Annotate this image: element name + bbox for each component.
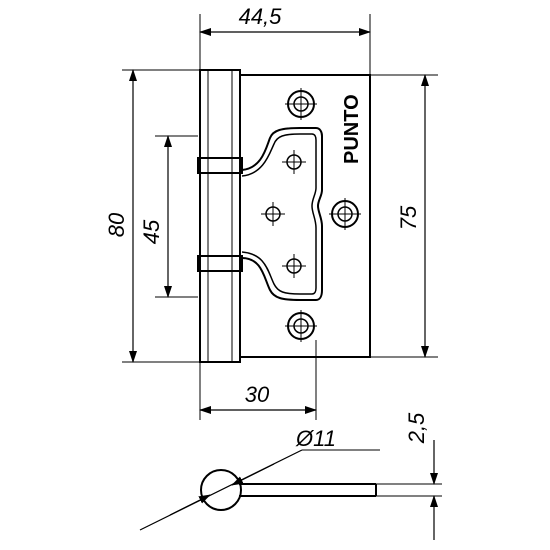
hinge-side-view <box>200 469 442 511</box>
knuckle-section <box>200 469 242 511</box>
dim-label-height-total: 80 <box>104 212 129 237</box>
screw-hole-top <box>285 88 317 120</box>
dim-label-width-total: 44,5 <box>239 4 283 29</box>
dimension-height-total <box>122 69 200 363</box>
screw-hole-inner-middle <box>261 202 285 226</box>
screw-hole-right <box>329 198 361 230</box>
screw-holes <box>261 88 361 342</box>
brand-label: PUNTO <box>341 94 363 164</box>
dimension-knuckle-diameter <box>139 449 380 531</box>
dimension-leaf-offset <box>199 340 317 420</box>
hinge-barrel <box>199 69 241 363</box>
dim-label-knuckle-spacing: 45 <box>139 219 164 244</box>
screw-hole-bottom <box>285 310 317 342</box>
dim-label-leaf-offset: 30 <box>245 382 270 407</box>
hinge-leaf-plate <box>239 74 371 358</box>
screw-hole-inner-bottom <box>282 254 306 278</box>
knuckle-tab-lower <box>197 255 243 272</box>
dimension-width-total <box>199 14 371 75</box>
dim-label-knuckle-diameter: Ø11 <box>295 426 336 451</box>
dim-label-leaf-height: 75 <box>396 205 421 230</box>
dimension-leaf-height <box>370 74 438 358</box>
screw-hole-inner-top <box>282 150 306 174</box>
hinge-body <box>197 69 371 363</box>
knuckle-tab-upper <box>197 157 243 174</box>
dim-label-thickness: 2,5 <box>404 412 429 444</box>
inner-leaf-outline <box>241 127 323 301</box>
dimension-knuckle-spacing <box>155 135 198 298</box>
